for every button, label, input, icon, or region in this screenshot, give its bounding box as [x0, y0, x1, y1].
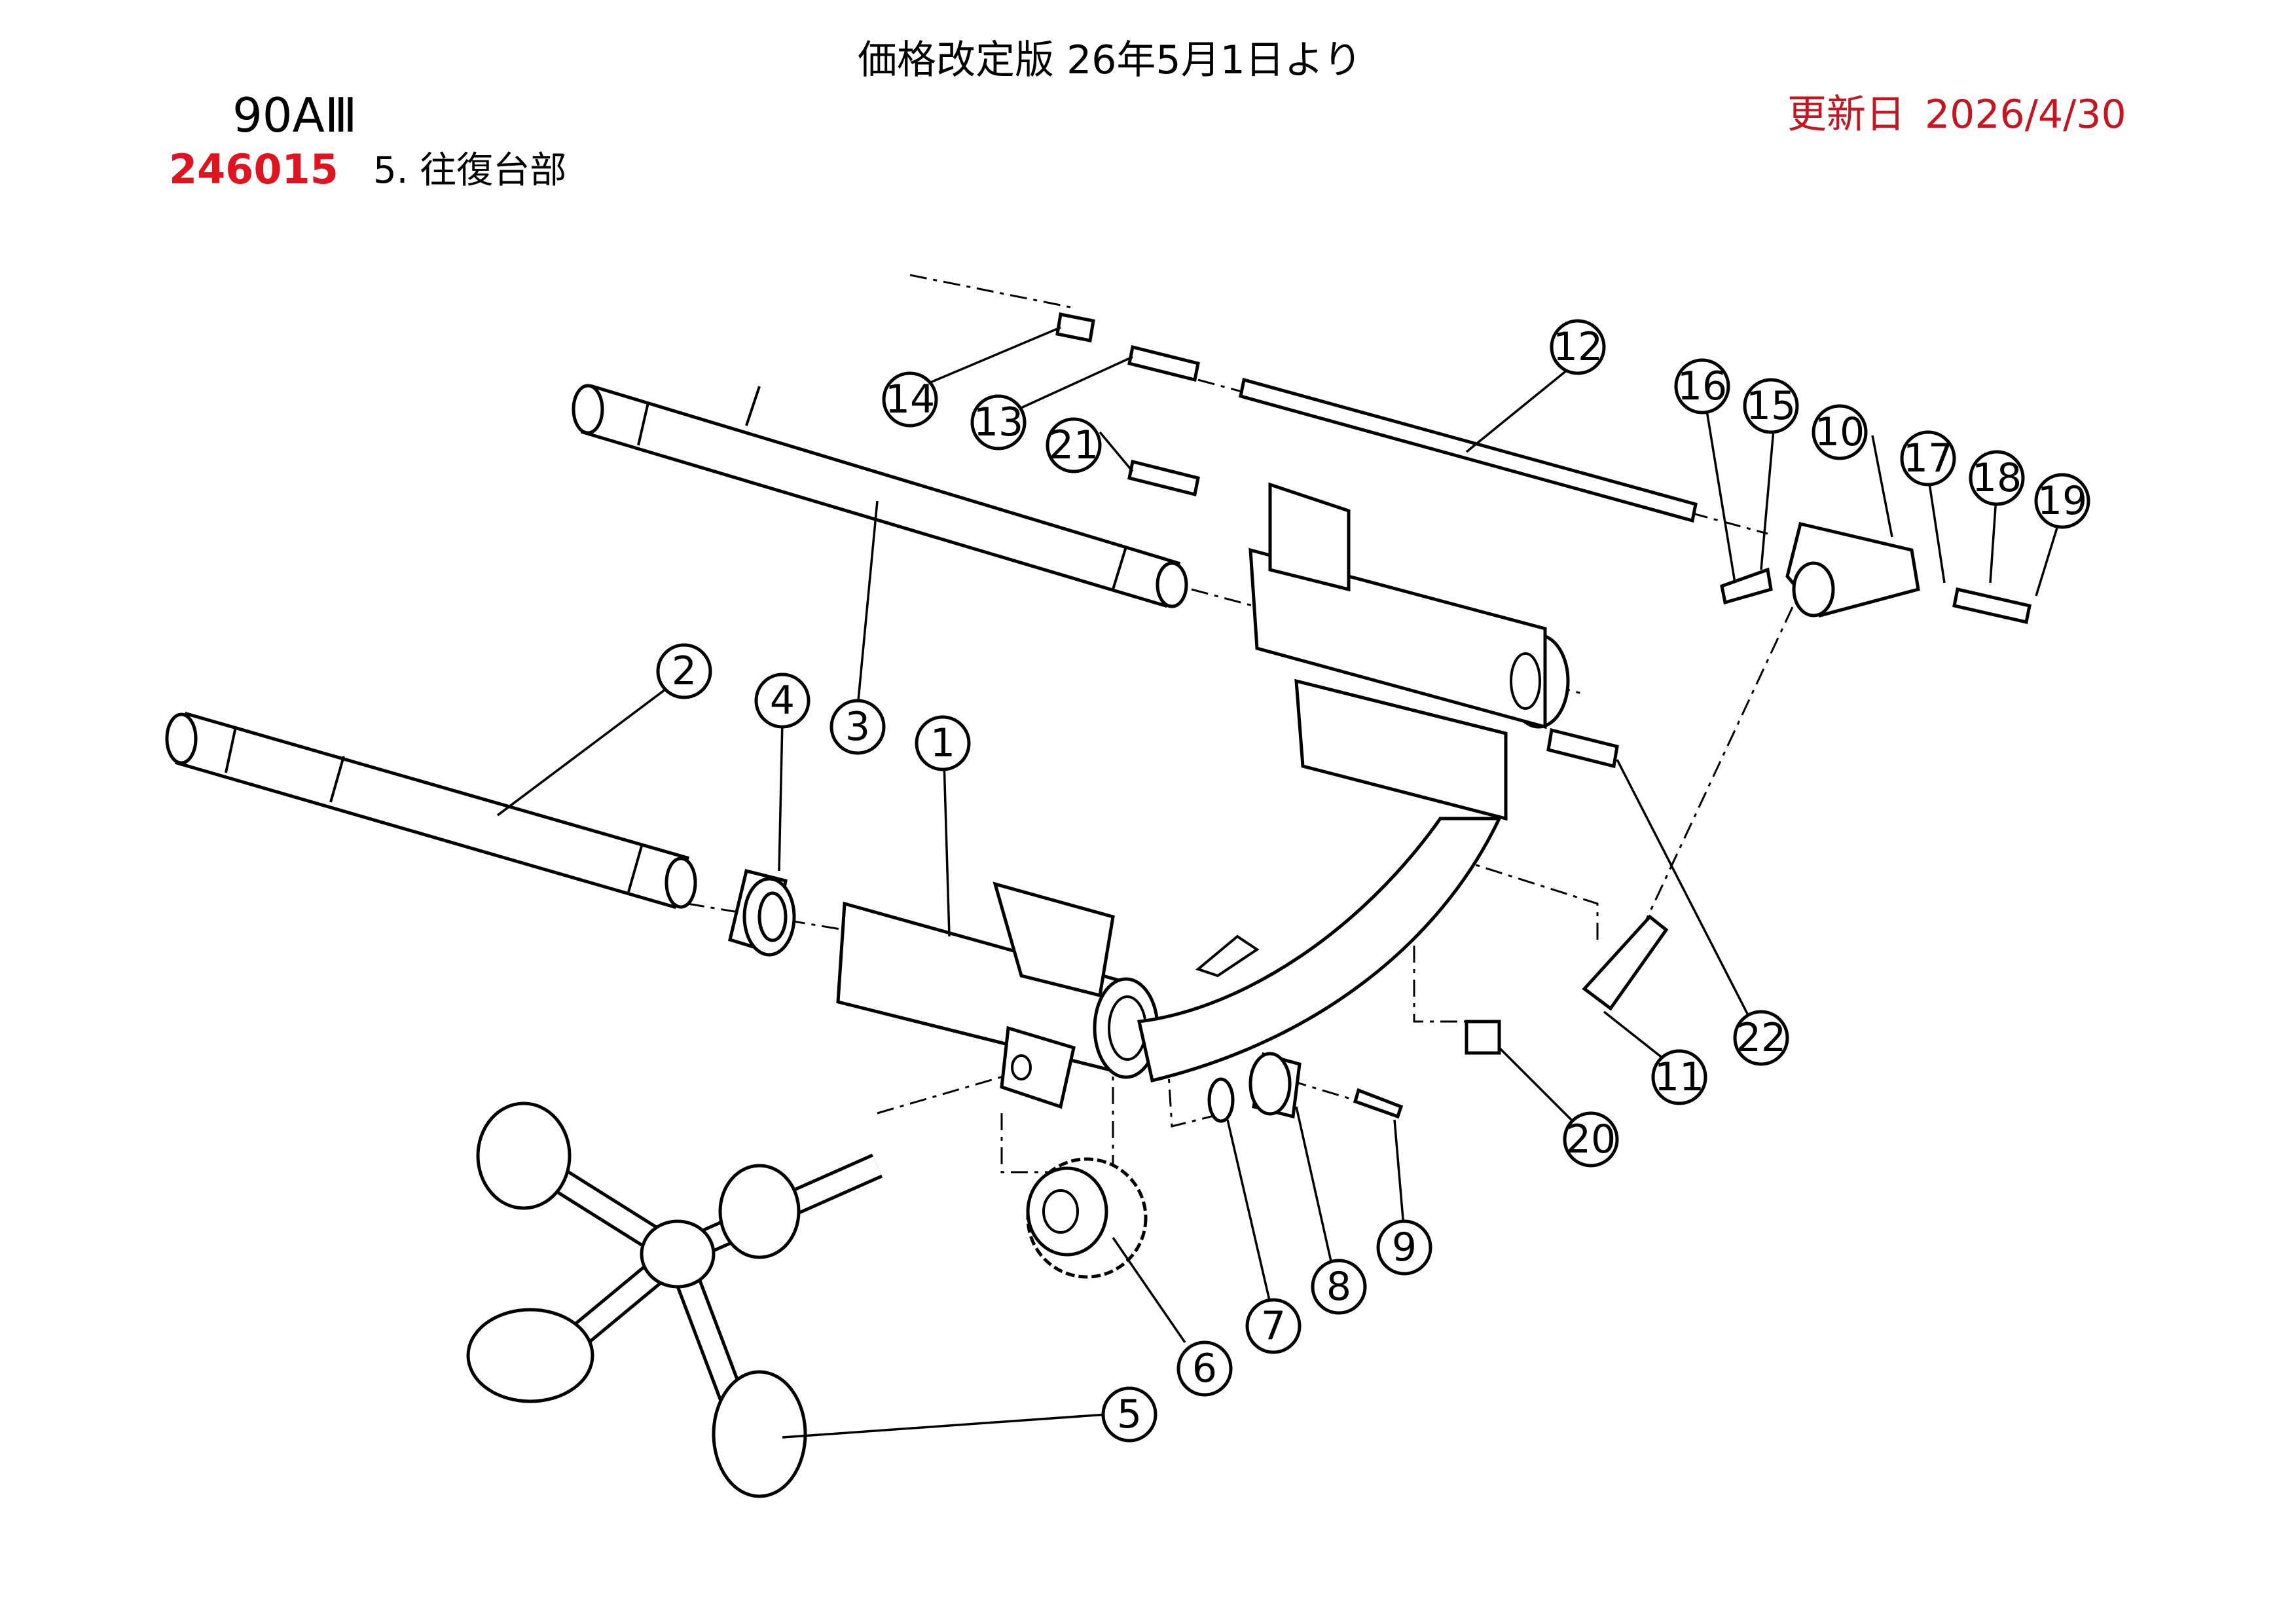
model-name: 90AⅢ: [232, 88, 357, 143]
callout-8: 8: [1311, 1259, 1367, 1315]
svg-text:12: 12: [1553, 324, 1603, 370]
svg-text:16: 16: [1677, 363, 1727, 409]
callout-21: 21: [1046, 417, 1102, 473]
svg-text:3: 3: [845, 704, 870, 750]
pinion-gear: [1026, 1157, 1148, 1279]
callout-22: 22: [1733, 1010, 1789, 1066]
callout-13: 13: [970, 394, 1027, 451]
front-pin: [1546, 728, 1619, 769]
svg-text:15: 15: [1746, 383, 1796, 429]
upper-shaft: [572, 384, 1188, 608]
spring-screw: [1720, 567, 1773, 605]
svg-text:7: 7: [1261, 1303, 1286, 1349]
carriage-body: [836, 482, 1570, 1109]
callout-14: 14: [882, 371, 938, 428]
svg-text:1: 1: [930, 720, 955, 766]
axis-bracket: [1616, 576, 1808, 983]
callout-5: 5: [1101, 1386, 1157, 1443]
callout-11: 11: [1651, 1049, 1707, 1105]
update-date-value: 2026/4/30: [1925, 92, 2126, 138]
svg-text:20: 20: [1566, 1116, 1616, 1162]
callout-17: 17: [1900, 430, 1956, 487]
axis-screw: [1289, 1079, 1356, 1101]
callout-2: 2: [656, 643, 712, 699]
svg-text:4: 4: [770, 678, 795, 724]
washer: [1207, 1077, 1235, 1123]
callout-4: 4: [754, 673, 811, 729]
callout-7: 7: [1245, 1298, 1302, 1354]
svg-text:22: 22: [1736, 1015, 1786, 1061]
plunger: [1952, 587, 2032, 625]
svg-text:11: 11: [1654, 1054, 1704, 1100]
part-code: 246015: [169, 145, 338, 193]
callout-9: 9: [1376, 1219, 1432, 1276]
svg-text:17: 17: [1903, 435, 1953, 481]
svg-text:18: 18: [1972, 455, 2022, 501]
stud: [1127, 344, 1200, 382]
section-title: 5. 往復台部: [373, 149, 567, 192]
bracket: [1785, 522, 1920, 618]
callout-6: 6: [1176, 1340, 1233, 1397]
svg-text:9: 9: [1392, 1225, 1417, 1270]
handle-star: [466, 1101, 883, 1498]
svg-text:13: 13: [974, 399, 1023, 445]
callout-20: 20: [1563, 1111, 1619, 1168]
svg-text:5: 5: [1117, 1392, 1142, 1437]
svg-text:21: 21: [1049, 422, 1099, 468]
svg-text:10: 10: [1815, 409, 1865, 455]
callout-19: 19: [2034, 473, 2090, 529]
callout-1: 1: [915, 715, 971, 771]
svg-text:6: 6: [1192, 1346, 1217, 1392]
axis-top-pin: [909, 274, 1074, 309]
price-revision-note: 価格改定版 26年5月1日より: [858, 37, 1362, 83]
svg-text:14: 14: [885, 377, 935, 422]
axis-pin: [1453, 857, 1599, 943]
set-screw: [1353, 1088, 1404, 1119]
callout-18: 18: [1969, 450, 2025, 506]
update-date-label: 更新日: [1787, 92, 1905, 138]
angled-bolt: [1582, 914, 1669, 1011]
callout-10: 10: [1812, 404, 1868, 460]
callout-12: 12: [1550, 319, 1606, 375]
bushing-small: [1055, 312, 1095, 342]
svg-text:19: 19: [2037, 478, 2087, 524]
callout-16: 16: [1674, 358, 1730, 415]
svg-text:8: 8: [1326, 1264, 1351, 1310]
key-block: [1465, 1020, 1501, 1055]
callout-3: 3: [829, 699, 886, 755]
callout-15: 15: [1743, 378, 1799, 434]
collar: [1248, 1052, 1302, 1119]
lower-shaft: [165, 711, 697, 910]
top-pin: [1127, 459, 1200, 497]
bush: [728, 868, 796, 957]
svg-text:2: 2: [672, 648, 697, 694]
